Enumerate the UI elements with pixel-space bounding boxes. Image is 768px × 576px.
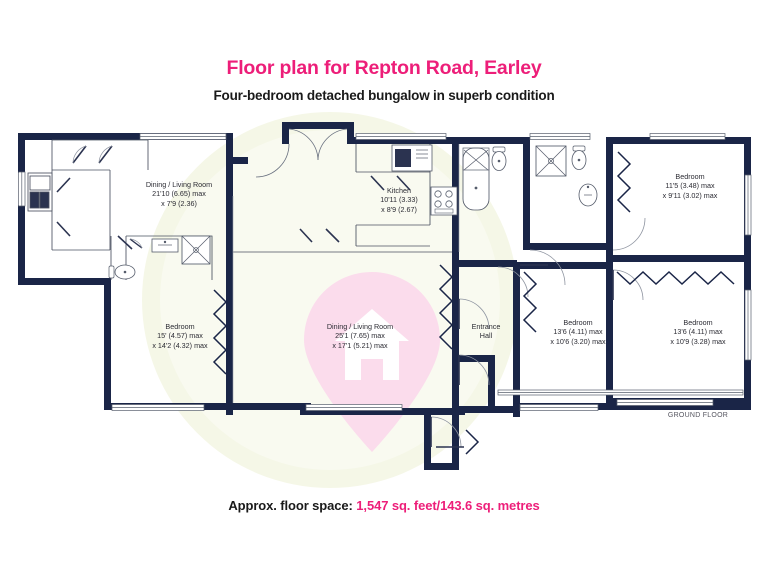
- hairline-group: [232, 144, 460, 403]
- shower-cubicle-icon-left: [181, 235, 211, 265]
- washbasin-icon-right: [578, 183, 598, 207]
- fixture-group: [108, 144, 598, 280]
- bathtub-icon: [462, 147, 490, 211]
- page-subtitle: Four-bedroom detached bungalow in superb…: [213, 88, 555, 103]
- ground-floor-label: GROUND FLOOR: [667, 412, 729, 419]
- room-label-kitchen: Kitchen 10'11 (3.33) x 8'9 (2.67): [380, 186, 418, 214]
- room-label-dining-living-centre: Dining / Living Room 25'1 (7.65) max x 1…: [326, 322, 394, 350]
- room-label-dining-living-upper-left: Dining / Living Room 21'10 (6.65) max x …: [145, 180, 213, 208]
- page-title: Floor plan for Repton Road, Earley: [226, 57, 542, 79]
- room-label-bedroom-left: Bedroom 15' (4.57) max x 14'2 (4.32) max: [152, 322, 208, 350]
- floor-space-footer: Approx. floor space: 1,547 sq. feet/143.…: [0, 498, 768, 513]
- fixture-outline-group: [27, 139, 452, 280]
- room-label-bedroom-far-right: Bedroom 13'6 (4.11) max x 10'9 (3.28) ma…: [670, 318, 726, 346]
- floor-space-value: 1,547 sq. feet/143.6 sq. metres: [356, 498, 540, 513]
- kitchen-hob-icon: [430, 186, 458, 216]
- window-group: [18, 133, 752, 411]
- room-label-entrance-hall: Entrance Hall: [471, 322, 501, 341]
- room-label-bedroom-middle-right: Bedroom 13'6 (4.11) max x 10'6 (3.20) ma…: [550, 318, 606, 346]
- shower-cubicle-icon: [535, 145, 567, 177]
- toilet-icon-right: [571, 145, 587, 170]
- floor-space-label: Approx. floor space:: [228, 498, 353, 513]
- kitchen-sink-icon: [391, 144, 433, 172]
- washbasin-icon-left: [151, 238, 179, 253]
- toilet-icon-upper: [491, 146, 507, 171]
- room-label-bedroom-top-right: Bedroom 11'5 (3.48) max x 9'11 (3.02) ma…: [662, 172, 718, 200]
- toilet-icon-left: [108, 264, 136, 280]
- wardrobe-zigzag-group: [212, 151, 735, 455]
